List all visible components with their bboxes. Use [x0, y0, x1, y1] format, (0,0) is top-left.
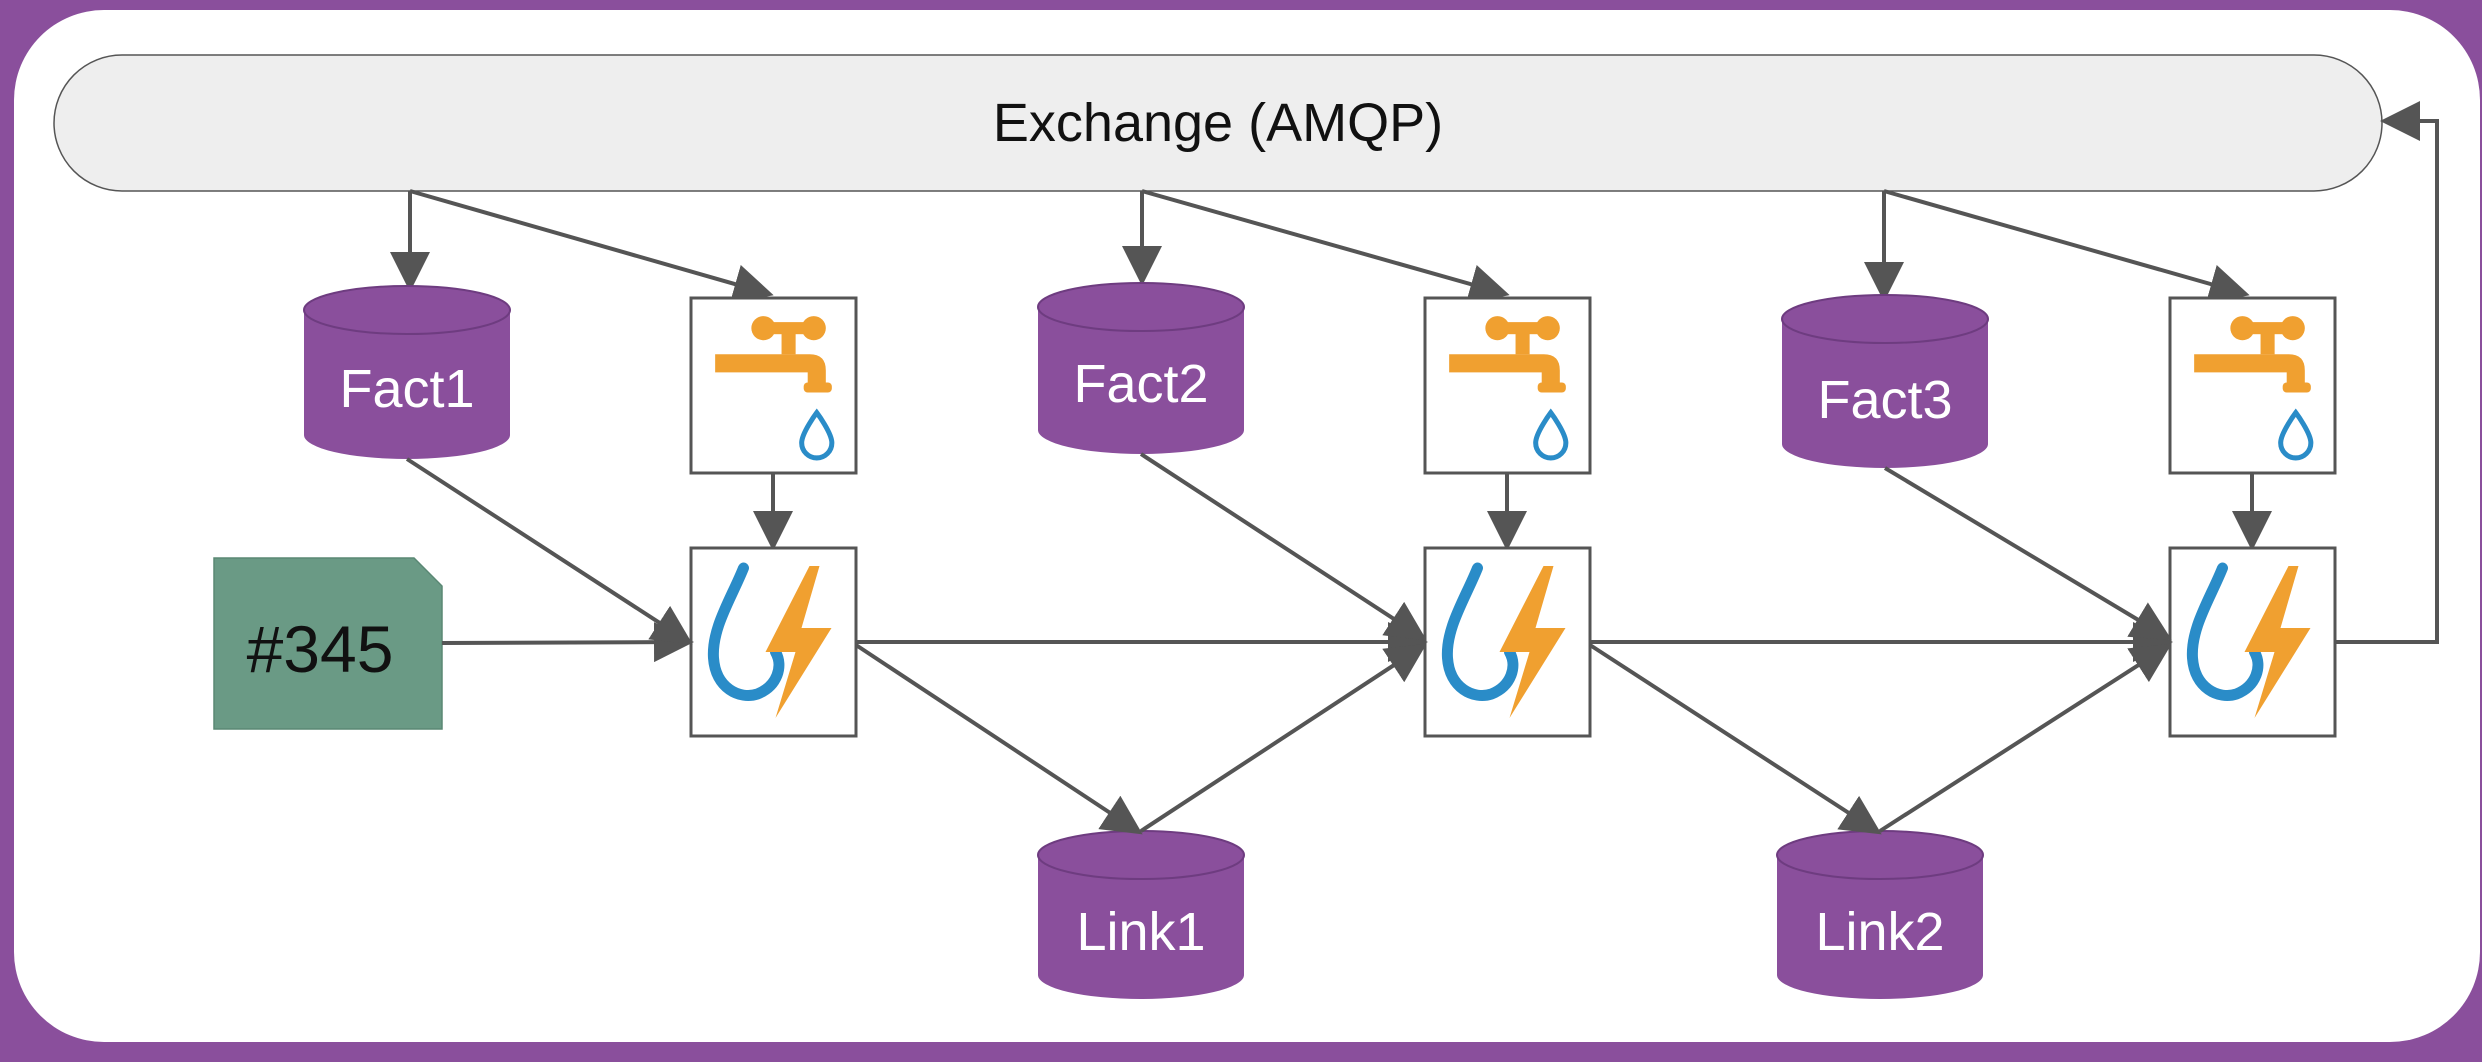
link-label: Link2 — [1815, 902, 1944, 962]
diagram-background — [14, 10, 2480, 1042]
fact-store-1: Fact1 — [303, 285, 511, 459]
link-store-1: Link1 — [1037, 830, 1245, 999]
exchange-connectors — [390, 189, 2250, 304]
fact-label: Fact2 — [1073, 354, 1208, 414]
fact-store-3: Fact3 — [1781, 294, 1989, 468]
processor-box-1 — [689, 546, 858, 738]
tap-box-1 — [689, 296, 858, 475]
fact-label: Fact1 — [339, 359, 474, 419]
processor-box-2 — [1423, 546, 1592, 738]
ticket-label: #345 — [247, 612, 394, 686]
tap-connectors — [753, 473, 2272, 551]
processor-box-3 — [2168, 546, 2337, 738]
fact-label: Fact3 — [1817, 370, 1952, 430]
fact-store-2: Fact2 — [1037, 282, 1245, 454]
tap-box-2 — [1423, 296, 1592, 475]
flow-connectors — [405, 101, 2439, 835]
exchange-bar: Exchange (AMQP) — [53, 54, 2383, 192]
ticket-note: #345 — [213, 557, 443, 730]
exchange-label: Exchange (AMQP) — [993, 93, 1443, 153]
link-store-2: Link2 — [1776, 830, 1984, 999]
tap-box-3 — [2168, 296, 2337, 475]
link-label: Link1 — [1076, 902, 1205, 962]
